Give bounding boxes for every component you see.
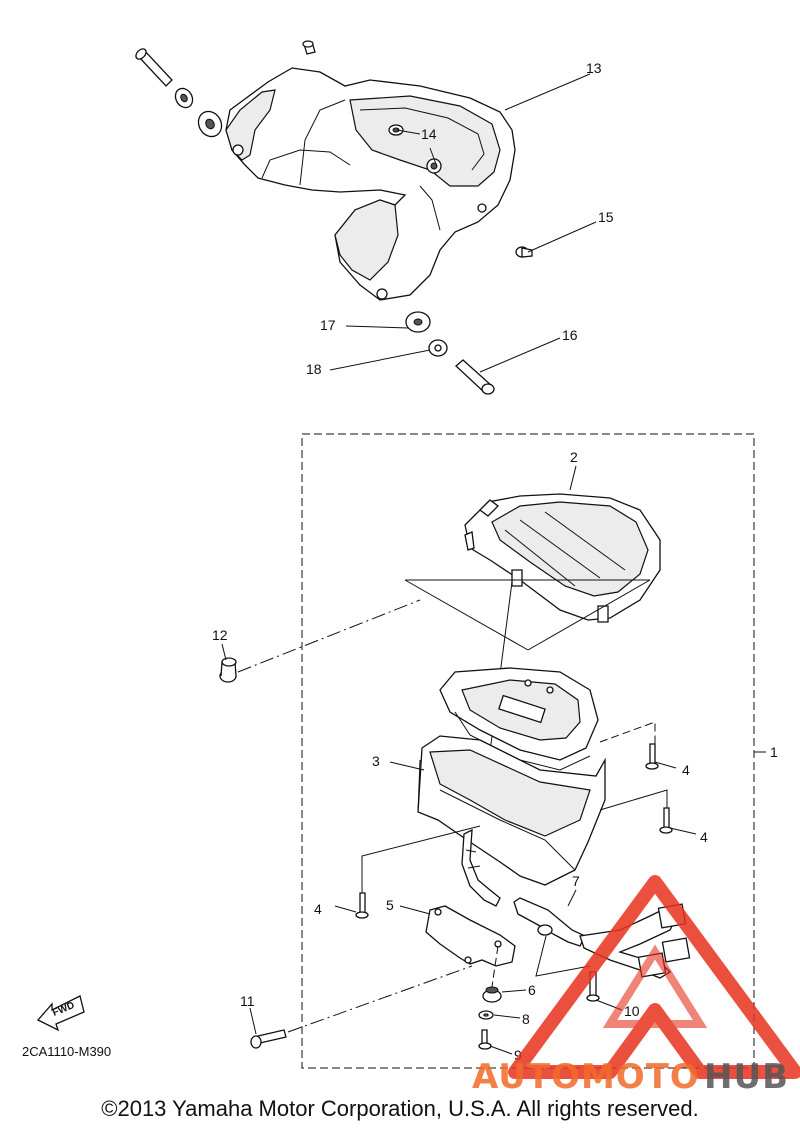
watermark-logo — [508, 875, 800, 1079]
label-6: 6 — [528, 982, 536, 998]
bolt-long-top — [135, 48, 173, 87]
label-10: 10 — [624, 1003, 640, 1019]
bolt-11 — [250, 1029, 287, 1049]
collar-top-left — [174, 87, 194, 109]
meter-lens-2 — [464, 493, 661, 623]
label-2: 2 — [570, 449, 578, 465]
screw-15 — [515, 246, 533, 258]
screw-9 — [478, 1029, 492, 1050]
label-1: 1 — [770, 744, 778, 760]
label-13: 13 — [586, 60, 602, 76]
label-4-upper: 4 — [682, 762, 690, 778]
screw-4-upper — [645, 743, 659, 770]
fwd-arrow-icon: FWD — [36, 995, 85, 1032]
label-5: 5 — [386, 897, 394, 913]
screw-4-left — [355, 892, 369, 919]
watermark-text-part1: AUTOMOTO — [472, 1057, 700, 1097]
watermark-text-part2: HUB — [704, 1057, 789, 1097]
meter-cover-13 — [225, 67, 516, 301]
label-9: 9 — [514, 1047, 522, 1063]
meter-case-3 — [417, 735, 606, 886]
label-11: 11 — [240, 993, 255, 1009]
grommet-6 — [482, 986, 502, 1003]
washer-18 — [428, 339, 448, 357]
bolt-16 — [455, 359, 495, 395]
label-12: 12 — [212, 627, 228, 643]
label-16: 16 — [562, 327, 578, 343]
label-4-left: 4 — [314, 901, 322, 917]
label-18: 18 — [306, 361, 322, 377]
screw-4-middle — [659, 807, 673, 834]
label-3: 3 — [372, 753, 380, 769]
bracket-5 — [425, 905, 516, 967]
collar-12 — [219, 657, 237, 683]
label-14: 14 — [421, 126, 437, 142]
harness — [461, 828, 501, 907]
screw-top — [302, 40, 316, 55]
grommet-17 — [405, 311, 431, 333]
label-8: 8 — [522, 1011, 530, 1027]
label-4-middle: 4 — [700, 829, 708, 845]
nut-14 — [388, 124, 442, 174]
copyright-notice: ©2013 Yamaha Motor Corporation, U.S.A. A… — [101, 1096, 699, 1121]
label-7: 7 — [572, 873, 580, 889]
washer-8 — [478, 1010, 494, 1020]
meter-board — [439, 667, 599, 771]
label-17: 17 — [320, 317, 336, 333]
diagram-code: 2CA1110-M390 — [22, 1044, 111, 1059]
grommet-top-left — [197, 110, 223, 138]
label-15: 15 — [598, 209, 614, 225]
